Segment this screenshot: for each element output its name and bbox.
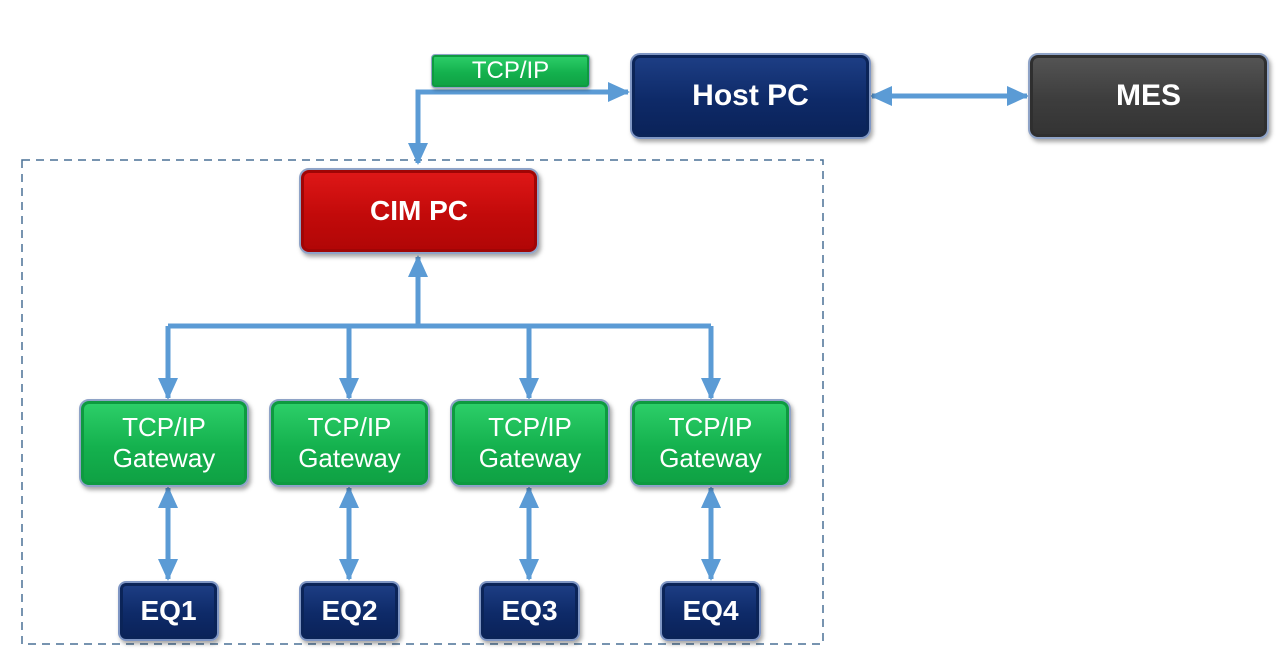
cim-system-boundary [21, 159, 824, 645]
gateway-2-line2: Gateway [298, 443, 401, 473]
host-cim-connector [408, 82, 630, 165]
gateway-2-line1: TCP/IP [307, 411, 392, 442]
gateway-box-3: TCP/IP Gateway [450, 399, 610, 487]
gateway-box-4: TCP/IP Gateway [630, 399, 791, 487]
tcpip-link-label-text: TCP/IP [471, 56, 550, 84]
gateway-3-line1: TCP/IP [488, 411, 572, 442]
gateway-4-line2: Gateway [659, 443, 762, 473]
eq4-box: EQ4 [660, 581, 761, 641]
eq1-box: EQ1 [118, 581, 219, 641]
mes-box: MES [1028, 53, 1269, 139]
eq1-label: EQ1 [140, 595, 197, 627]
cim-pc-box: CIM PC [299, 168, 539, 254]
cim-pc-label: CIM PC [370, 195, 468, 227]
eq3-box: EQ3 [479, 581, 580, 641]
gateway-4-line1: TCP/IP [668, 411, 753, 442]
gateway-1-line1: TCP/IP [122, 411, 206, 442]
eq2-label: EQ2 [321, 595, 378, 627]
eq4-label: EQ4 [682, 595, 739, 627]
gateway-box-2: TCP/IP Gateway [269, 399, 430, 487]
gateway-3-line2: Gateway [478, 443, 582, 473]
host-pc-box: Host PC [630, 53, 871, 139]
tcpip-link-label: TCP/IP [431, 54, 590, 88]
eq3-label: EQ3 [501, 595, 558, 627]
mes-label: MES [1115, 79, 1181, 112]
host-pc-label: Host PC [692, 79, 809, 112]
eq2-box: EQ2 [299, 581, 400, 641]
gateway-box-1: TCP/IP Gateway [79, 399, 249, 487]
gateway-1-line2: Gateway [112, 443, 216, 473]
